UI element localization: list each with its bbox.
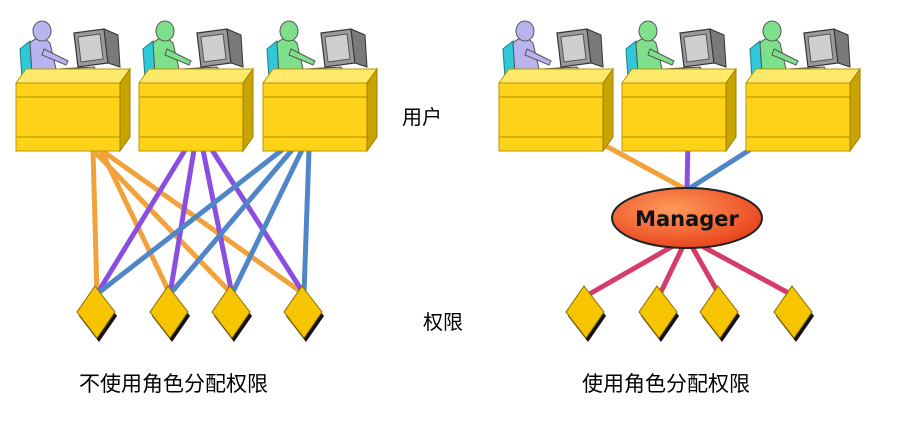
role-label: Manager — [635, 207, 739, 231]
permissions-label: 权限 — [423, 310, 463, 334]
user-permission-line — [98, 147, 173, 297]
user-permission-line — [167, 147, 197, 297]
user-permission-line — [301, 147, 312, 297]
permission-diamond-icon — [773, 285, 814, 342]
permission-diamond-icon — [565, 285, 606, 342]
workstation-user-icon — [262, 20, 378, 153]
workstation-user-icon — [745, 20, 861, 153]
permission-diamond-icon — [211, 285, 252, 342]
workstation-user-icon — [498, 20, 614, 153]
user-permission-line — [90, 147, 235, 297]
user-permission-line — [98, 147, 307, 297]
user-permission-line — [94, 147, 188, 297]
caption-right: 使用角色分配权限 — [582, 372, 750, 396]
connection-lines — [90, 137, 797, 299]
user-permission-line — [229, 147, 305, 297]
user-permission-line — [90, 147, 100, 297]
user-permission-line — [94, 147, 285, 297]
permission-diamond-icon — [76, 285, 117, 342]
user-permission-line — [200, 147, 235, 297]
permission-diamond-icon — [149, 285, 190, 342]
role-oval-icon — [611, 187, 763, 249]
workstation-user-icon — [621, 20, 737, 153]
user-permission-line — [167, 147, 295, 297]
user-role-line — [592, 137, 690, 193]
role-node: Manager — [611, 187, 763, 249]
workstation-user-icon — [15, 20, 131, 153]
permission-diamond-icon — [699, 285, 740, 342]
user-permission-line — [209, 147, 307, 297]
permission-diamond-icon — [638, 285, 679, 342]
users-label: 用户 — [402, 105, 442, 129]
workstation-user-icon — [138, 20, 254, 153]
permission-diamond-icon — [283, 285, 324, 342]
users-row — [15, 20, 861, 153]
permissions-row — [76, 285, 814, 342]
caption-left: 不使用角色分配权限 — [79, 372, 268, 396]
